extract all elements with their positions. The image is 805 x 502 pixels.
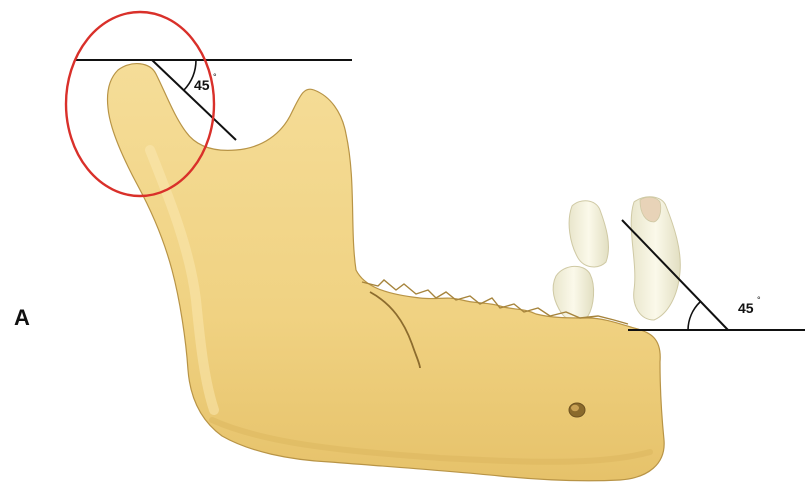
incisor-angle-unit: ° [757, 295, 761, 305]
tooth-premolar-lower [553, 266, 594, 320]
incisor-angle-value: 45 [738, 300, 754, 316]
panel-label: A [14, 305, 30, 330]
incisor-angle-arc [688, 302, 700, 330]
tooth-premolar-upper [569, 201, 608, 267]
condyle-angle-value: 45 [194, 77, 210, 93]
condyle-angle-unit: ° [213, 72, 217, 82]
teeth-group [553, 197, 680, 321]
